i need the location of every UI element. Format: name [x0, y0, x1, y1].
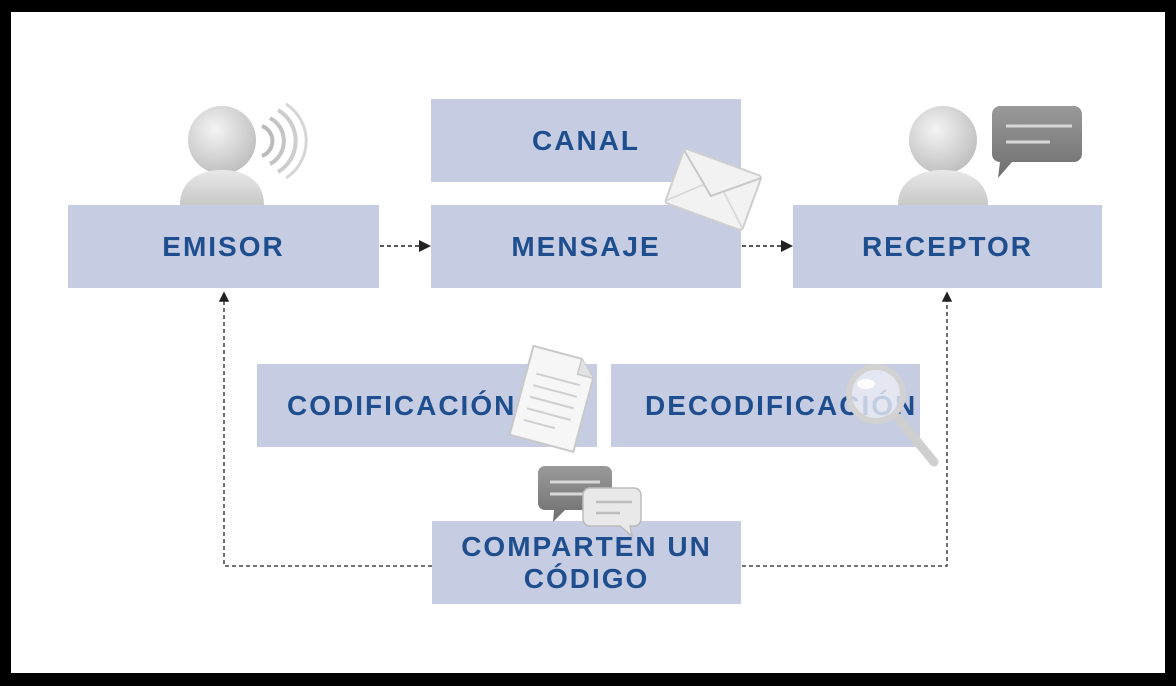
canal-label: CANAL	[532, 124, 640, 156]
receptor-box: RECEPTOR	[793, 205, 1102, 288]
codificacion-box: CODIFICACIÓN	[257, 364, 597, 447]
emisor-label: EMISOR	[162, 230, 285, 262]
receptor-label: RECEPTOR	[861, 230, 1034, 262]
comparten-line2: CÓDIGO	[523, 562, 650, 594]
comparten-box: COMPARTEN UN CÓDIGO	[432, 521, 741, 604]
mensaje-box: MENSAJE	[431, 205, 741, 288]
decodificacion-label: DECODIFICACIÓN	[645, 389, 918, 421]
emisor-box: EMISOR	[68, 205, 379, 288]
mensaje-label: MENSAJE	[511, 230, 661, 262]
codificacion-label: CODIFICACIÓN	[287, 389, 517, 421]
decodificacion-box: DECODIFICACIÓN	[611, 364, 920, 447]
comparten-line1: COMPARTEN UN	[461, 531, 712, 563]
canal-box: CANAL	[431, 99, 741, 182]
